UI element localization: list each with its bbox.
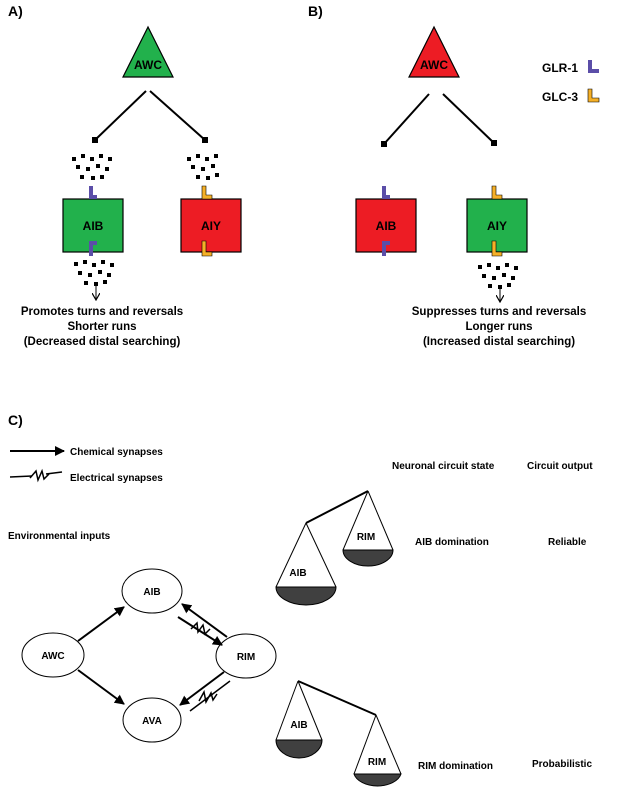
edge-awc-to-aib: [77, 606, 125, 642]
legend-electrical-symbol: [9, 468, 63, 483]
environmental-inputs-label: Environmental inputs: [8, 531, 111, 542]
panel-a-terminal-right: [202, 137, 208, 143]
legend-chemical-label: Chemical synapses: [70, 447, 163, 458]
node-awc: [21, 632, 85, 678]
panel-b-label: B): [308, 3, 323, 19]
node-ava-label: AVA: [142, 716, 162, 727]
edge-rim-ava-electrical-marker: [198, 689, 218, 705]
panel-a-label: A): [8, 3, 23, 19]
edge-rim-to-ava: [179, 671, 225, 706]
edge-aib-rim-electrical-marker: [190, 621, 211, 636]
panel-a-terminal-left: [92, 137, 98, 143]
legend-glr1-icon: [588, 60, 599, 73]
panel-b-aib-top-glr1-receptor: [382, 186, 390, 199]
panel-a-glutamate-left: [72, 154, 112, 180]
panel-a-caption-line3: (Decreased distal searching): [24, 336, 181, 348]
panel-a-aib-bottom-glr1-receptor: [89, 241, 97, 256]
balance-bottom-right-pan-label: RIM: [368, 757, 386, 768]
panel-b-caption-line2: Longer runs: [465, 321, 532, 333]
panel-a-caption-line2: Shorter runs: [67, 321, 136, 333]
panel-b-aiy-bottom-glc3-receptor: [491, 240, 503, 257]
panel-b-caption-line3: (Increased distal searching): [423, 336, 575, 348]
balance-bottom: [275, 680, 402, 787]
panel-b-aib-label: AIB: [376, 219, 397, 233]
balance-bottom-state: RIM domination: [418, 761, 493, 772]
panel-b-aiy-top-glc3-receptor: [491, 185, 503, 200]
panel-a-caption-line1: Promotes turns and reversals: [21, 306, 183, 318]
panel-b-glutamate-release: [478, 263, 518, 289]
circuit-output-header: Circuit output: [527, 461, 593, 472]
panel-a-awc-to-aib-line: [94, 90, 147, 141]
legend-glr1-label: GLR-1: [542, 61, 578, 75]
node-aib: [121, 568, 183, 614]
panel-b-aib-bottom-glr1-receptor: [382, 241, 390, 256]
node-ava: [122, 697, 182, 743]
node-awc-label: AWC: [41, 651, 64, 662]
node-rim: [215, 633, 277, 679]
panel-b-awc-to-aib-line: [383, 93, 430, 145]
panel-b-terminal-right: [491, 140, 497, 146]
panel-a-aiy-box: [180, 198, 242, 253]
legend-glc3-icon: [587, 88, 600, 103]
balance-bottom-output: Probabilistic: [532, 759, 592, 770]
legend-electrical-label: Electrical synapses: [70, 473, 163, 484]
panel-a-aiy-bottom-glc3-receptor: [201, 240, 213, 257]
balance-top-left-pan-label: AIB: [289, 568, 306, 579]
edge-awc-to-ava: [77, 669, 125, 705]
panel-b-aiy-box: [466, 198, 528, 253]
balance-top: [275, 490, 394, 606]
balance-bottom-left-pan-label: AIB: [290, 720, 307, 731]
panel-a-glutamate-release: [74, 260, 114, 286]
edge-rim-to-aib: [181, 603, 228, 638]
edge-aib-to-rim: [177, 616, 223, 646]
panel-c-label: C): [8, 412, 23, 428]
panel-b-aiy-label: AIY: [487, 219, 507, 233]
node-rim-label: RIM: [237, 652, 255, 663]
panel-a-aib-label: AIB: [83, 219, 104, 233]
panel-b-terminal-left: [381, 141, 387, 147]
panel-b-awc-to-aiy-line: [442, 93, 495, 144]
panel-a-awc-triangle: [122, 25, 174, 78]
panel-b-caption-line1: Suppresses turns and reversals: [412, 306, 587, 318]
node-aib-label: AIB: [143, 587, 160, 598]
panel-a-awc-label: AWC: [134, 58, 162, 72]
legend-glc3-label: GLC-3: [542, 90, 578, 104]
panel-a-glutamate-right: [187, 154, 219, 180]
panel-a-aiy-label: AIY: [201, 219, 221, 233]
panel-b-awc-triangle: [408, 25, 460, 78]
panel-a-aib-top-glr1-receptor: [89, 186, 97, 199]
balance-top-state: AIB domination: [415, 537, 489, 548]
balance-top-right-pan-label: RIM: [357, 532, 375, 543]
neuronal-circuit-state-header: Neuronal circuit state: [392, 461, 495, 472]
panel-b-awc-label: AWC: [420, 58, 448, 72]
balance-top-output: Reliable: [548, 537, 587, 548]
panel-a-aiy-top-glc3-receptor: [201, 185, 213, 200]
panel-a-awc-to-aiy-line: [149, 90, 206, 141]
